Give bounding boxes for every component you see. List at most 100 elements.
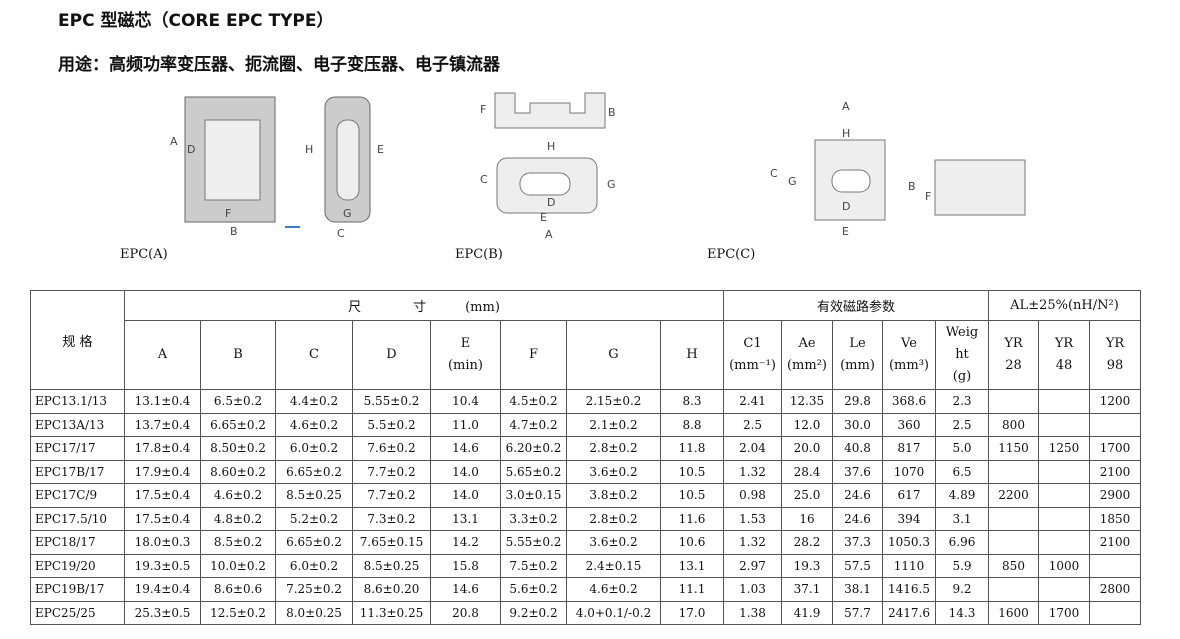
table-cell: 3.0±0.15 xyxy=(500,483,567,508)
svg-text:A: A xyxy=(545,228,553,241)
model-name-cell: EPC19/20 xyxy=(30,553,125,578)
table-cell: 38.1 xyxy=(832,577,883,602)
svg-text:B: B xyxy=(608,106,616,119)
table-cell: 1050.3 xyxy=(882,530,936,555)
table-cell: 368.6 xyxy=(882,389,936,414)
table-cell: 1070 xyxy=(882,459,936,484)
mag-column-header: Ae (mm²) xyxy=(781,320,833,390)
table-cell: 1150 xyxy=(988,436,1039,461)
svg-text:G: G xyxy=(788,175,797,188)
svg-text:G: G xyxy=(343,207,352,220)
table-cell: 20.8 xyxy=(430,600,501,625)
svg-text:D: D xyxy=(842,200,850,213)
svg-text:A: A xyxy=(170,135,178,148)
model-name-cell: EPC17/17 xyxy=(30,436,125,461)
table-cell: 3.1 xyxy=(935,506,989,531)
table-cell: 25.0 xyxy=(781,483,833,508)
dim-column-header: H xyxy=(660,320,724,390)
table-cell xyxy=(1038,412,1090,437)
table-cell: 850 xyxy=(988,553,1039,578)
table-cell: 8.3 xyxy=(660,389,724,414)
al-column-header: YR 48 xyxy=(1038,320,1090,390)
svg-text:G: G xyxy=(607,178,616,191)
table-cell: 10.4 xyxy=(430,389,501,414)
table-cell: 1700 xyxy=(1089,436,1141,461)
table-cell xyxy=(988,506,1039,531)
svg-text:E: E xyxy=(842,225,849,238)
table-cell: 17.0 xyxy=(660,600,724,625)
model-name-cell: EPC25/25 xyxy=(30,600,125,625)
table-cell: 13.1 xyxy=(430,506,501,531)
table-cell: 37.6 xyxy=(832,459,883,484)
table-cell: 6.65±0.2 xyxy=(275,459,353,484)
table-cell xyxy=(1038,530,1090,555)
table-cell: 360 xyxy=(882,412,936,437)
svg-text:E: E xyxy=(377,143,384,156)
table-cell: 9.2 xyxy=(935,577,989,602)
table-cell: 7.7±0.2 xyxy=(352,483,431,508)
table-cell: 37.1 xyxy=(781,577,833,602)
table-cell: 7.25±0.2 xyxy=(275,577,353,602)
table-cell: 0.98 xyxy=(723,483,782,508)
dim-column-header: C xyxy=(275,320,353,390)
table-cell: 2.1±0.2 xyxy=(566,412,661,437)
mag-column-header: Le (mm) xyxy=(832,320,883,390)
table-cell: 14.3 xyxy=(935,600,989,625)
table-cell: 3.3±0.2 xyxy=(500,506,567,531)
table-cell: 7.6±0.2 xyxy=(352,436,431,461)
table-cell: 4.4±0.2 xyxy=(275,389,353,414)
svg-text:E: E xyxy=(540,211,547,224)
svg-text:F: F xyxy=(480,103,486,116)
table-cell: 8.0±0.25 xyxy=(275,600,353,625)
table-cell: 7.5±0.2 xyxy=(500,553,567,578)
table-cell: 14.6 xyxy=(430,577,501,602)
table-cell: 1000 xyxy=(1038,553,1090,578)
table-cell: 40.8 xyxy=(832,436,883,461)
table-cell: 3.6±0.2 xyxy=(566,459,661,484)
model-name-cell: EPC13.1/13 xyxy=(30,389,125,414)
table-cell: 13.7±0.4 xyxy=(124,412,201,437)
svg-text:F: F xyxy=(225,207,231,220)
table-cell: 6.0±0.2 xyxy=(275,553,353,578)
table-cell: 16 xyxy=(781,506,833,531)
table-cell: 6.65±0.2 xyxy=(200,412,276,437)
dim-column-header: F xyxy=(500,320,567,390)
table-cell: 4.89 xyxy=(935,483,989,508)
table-cell: 5.2±0.2 xyxy=(275,506,353,531)
table-cell: 13.1 xyxy=(660,553,724,578)
svg-text:C: C xyxy=(480,173,488,186)
table-cell: 19.4±0.4 xyxy=(124,577,201,602)
table-cell: 8.5±0.25 xyxy=(352,553,431,578)
table-cell: 37.3 xyxy=(832,530,883,555)
table-cell: 2.41 xyxy=(723,389,782,414)
table-cell: 11.8 xyxy=(660,436,724,461)
table-cell: 1110 xyxy=(882,553,936,578)
table-cell: 5.55±0.2 xyxy=(500,530,567,555)
table-cell xyxy=(1038,506,1090,531)
table-cell: 4.0+0.1/-0.2 xyxy=(566,600,661,625)
table-cell: 24.6 xyxy=(832,506,883,531)
model-name-cell: EPC17.5/10 xyxy=(30,506,125,531)
table-cell xyxy=(988,459,1039,484)
table-cell: 41.9 xyxy=(781,600,833,625)
table-cell: 14.0 xyxy=(430,459,501,484)
table-cell: 394 xyxy=(882,506,936,531)
table-cell: 11.6 xyxy=(660,506,724,531)
svg-text:C: C xyxy=(337,227,345,240)
table-cell: 8.6±0.6 xyxy=(200,577,276,602)
table-cell: 5.9 xyxy=(935,553,989,578)
mag-column-header: C1 (mm⁻¹) xyxy=(723,320,782,390)
al-group-header: AL±25%(nH/N²) xyxy=(988,290,1141,321)
table-cell: 617 xyxy=(882,483,936,508)
table-cell xyxy=(1038,577,1090,602)
table-cell: 8.8 xyxy=(660,412,724,437)
table-cell: 11.1 xyxy=(660,577,724,602)
table-cell: 17.9±0.4 xyxy=(124,459,201,484)
table-cell: 10.0±0.2 xyxy=(200,553,276,578)
table-cell: 5.55±0.2 xyxy=(352,389,431,414)
table-cell: 2.5 xyxy=(723,412,782,437)
table-cell xyxy=(1038,459,1090,484)
